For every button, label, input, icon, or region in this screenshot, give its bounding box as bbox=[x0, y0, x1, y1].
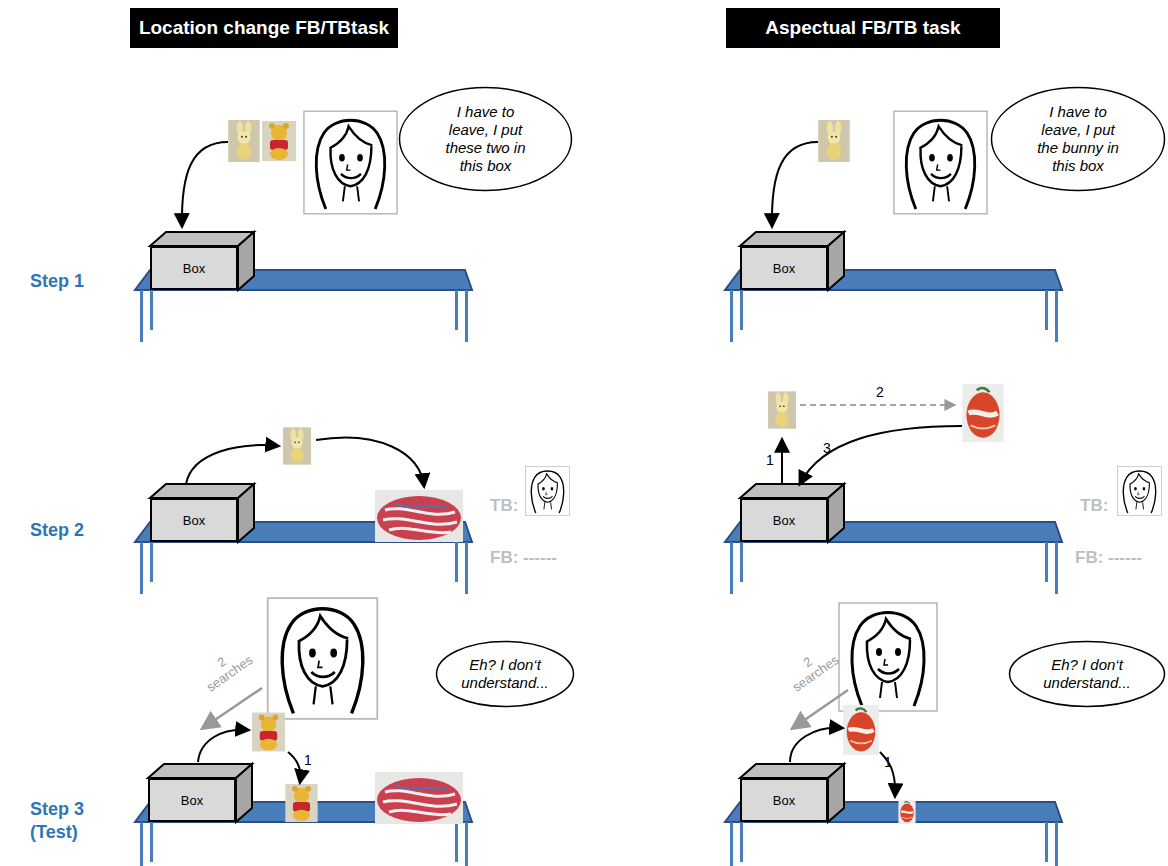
experimenter-face bbox=[304, 111, 397, 214]
bubble-ellipse bbox=[437, 642, 574, 707]
speech-bubble: I have to leave, I put the bunny in this… bbox=[990, 86, 1166, 192]
header-text: Aspectual FB/TB task bbox=[765, 17, 960, 39]
box-node: Box bbox=[740, 246, 828, 290]
experimenter-face bbox=[268, 598, 378, 719]
condition-label: FB: ------ bbox=[1075, 548, 1142, 568]
bubble-ellipse bbox=[1010, 642, 1165, 707]
box-node: Box bbox=[150, 246, 238, 290]
action-arrow bbox=[772, 142, 818, 226]
action-arrow bbox=[288, 752, 301, 782]
speech-text: Eh? I don‘t understand... bbox=[1037, 656, 1137, 692]
callout-number: 1 bbox=[884, 754, 892, 770]
box-top-face bbox=[150, 232, 254, 290]
action-arrow bbox=[790, 728, 842, 762]
experimenter-face bbox=[894, 111, 987, 214]
bunny-toy bbox=[228, 120, 260, 162]
box-top-face bbox=[740, 764, 844, 822]
pooh-toy bbox=[252, 713, 285, 752]
action-arrow bbox=[198, 730, 248, 762]
condition-label: FB: ------ bbox=[490, 548, 557, 568]
box-label: Box bbox=[773, 261, 795, 276]
speech-bubble: I have to leave, I put these two in this… bbox=[398, 86, 573, 192]
bubble-ellipse bbox=[992, 88, 1165, 191]
callout-number: 3 bbox=[823, 440, 831, 456]
box-label: Box bbox=[183, 513, 205, 528]
box-label: Box bbox=[181, 793, 203, 808]
condition-label: TB: bbox=[490, 496, 518, 516]
speech-bubble: Eh? I don‘t understand... bbox=[435, 640, 575, 708]
callout-number: 2 bbox=[876, 384, 884, 400]
speech-bubble: Eh? I don‘t understand... bbox=[1008, 640, 1166, 708]
bunny-toy bbox=[768, 391, 796, 428]
speech-text: Eh? I don‘t understand... bbox=[455, 656, 555, 692]
box-label: Box bbox=[773, 793, 795, 808]
experimenter-face-small bbox=[525, 467, 569, 516]
speech-text: I have to leave, I put these two in this… bbox=[440, 103, 532, 175]
header-text: Location change FB/TBtask bbox=[139, 17, 389, 39]
blanket bbox=[375, 490, 463, 542]
bunny-toy bbox=[818, 120, 850, 162]
bubble-ellipse bbox=[400, 88, 572, 191]
callout-number: 1 bbox=[766, 452, 774, 468]
box-label: Box bbox=[183, 261, 205, 276]
action-note: 2 searches bbox=[779, 639, 845, 697]
dashed-arrow bbox=[800, 404, 954, 406]
egg-toy bbox=[962, 384, 1003, 442]
box-node: Box bbox=[148, 778, 236, 822]
experimenter-face-small bbox=[1117, 467, 1161, 516]
speech-text: I have to leave, I put the bunny in this… bbox=[1032, 103, 1124, 175]
condition-label: TB: bbox=[1080, 496, 1108, 516]
callout-number: 1 bbox=[304, 752, 312, 768]
action-arrow bbox=[800, 426, 962, 484]
box-node: Box bbox=[740, 778, 828, 822]
step-label: Step 1 bbox=[30, 270, 84, 293]
action-arrow bbox=[781, 440, 783, 484]
box-top-face bbox=[740, 232, 844, 290]
pooh-toy bbox=[285, 784, 317, 822]
step-label: Step 2 bbox=[30, 519, 84, 542]
action-note: 2 searches bbox=[193, 639, 259, 697]
box-top-face bbox=[148, 764, 252, 822]
search-arrow bbox=[793, 690, 848, 728]
box-node: Box bbox=[150, 498, 238, 542]
experimenter-face bbox=[839, 603, 937, 711]
blanket bbox=[375, 772, 463, 824]
box-top-face bbox=[740, 484, 844, 542]
step-label: Step 3 (Test) bbox=[30, 798, 92, 843]
panel-header: Location change FB/TBtask bbox=[130, 8, 398, 48]
box-label: Box bbox=[773, 513, 795, 528]
egg-toy bbox=[898, 800, 915, 824]
box-node: Box bbox=[740, 498, 828, 542]
egg-toy bbox=[843, 705, 879, 755]
action-arrow bbox=[186, 445, 278, 484]
action-arrow bbox=[316, 438, 424, 486]
bunny-toy bbox=[283, 427, 311, 464]
box-top-face bbox=[150, 484, 254, 542]
pooh-toy bbox=[262, 121, 296, 161]
action-arrow bbox=[880, 752, 895, 796]
panel-header: Aspectual FB/TB task bbox=[726, 8, 1000, 48]
action-arrow bbox=[182, 142, 228, 226]
